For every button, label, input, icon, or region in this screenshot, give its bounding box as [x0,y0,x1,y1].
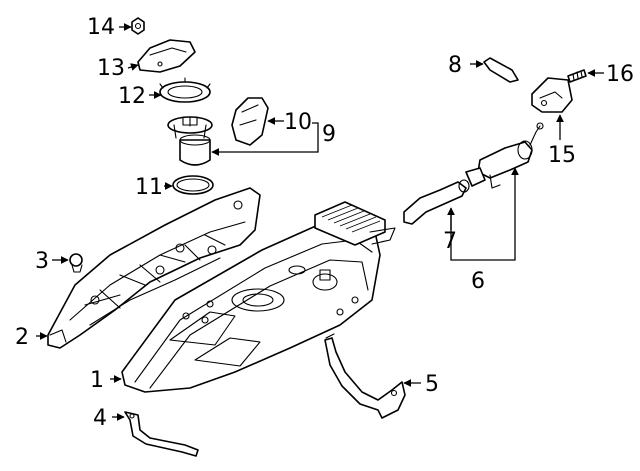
callout-6: 6 [471,269,485,294]
bolt-part [567,69,587,83]
nut-part [131,17,145,35]
callout-8: 8 [448,53,462,78]
callout-11: 11 [135,175,163,200]
valve-assembly-part [465,122,544,189]
fuel-pump-part [167,116,213,166]
vent-hose-part [403,179,470,225]
callout-labels: 1 2 3 4 5 6 7 8 9 10 11 12 13 14 15 16 [15,15,634,431]
sender-part [231,97,269,146]
callout-1: 1 [90,368,104,393]
strap-lower-part [124,411,199,457]
callout-12: 12 [118,84,146,109]
callout-2: 2 [15,325,29,350]
callout-5: 5 [425,372,439,397]
seal-ring-part [172,175,214,195]
heat-shield-part [47,187,261,349]
callout-14: 14 [87,15,115,40]
clip-8-part [483,57,519,83]
callout-7: 7 [443,229,457,254]
strap-right-part [324,333,406,419]
leader-lines [36,23,604,421]
fuel-tank-part [121,201,396,393]
clip-part [69,253,83,273]
callout-9: 9 [322,122,336,147]
callout-10: 10 [284,110,312,135]
callout-16: 16 [606,62,634,87]
cover-part [137,39,196,73]
lock-ring-part [159,77,211,103]
callout-15: 15 [548,143,576,168]
bracket-module-part [531,77,573,113]
callout-3: 3 [35,249,49,274]
callout-13: 13 [97,56,125,81]
callout-4: 4 [93,406,107,431]
